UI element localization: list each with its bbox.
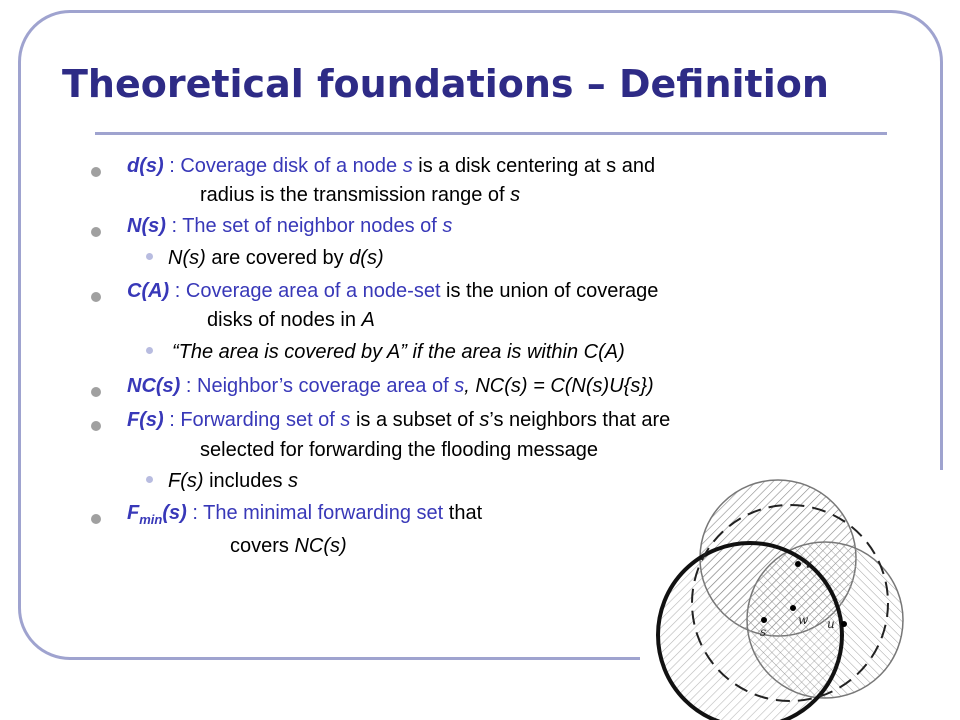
bullet-marker xyxy=(91,421,101,431)
node-v-dot xyxy=(795,561,801,567)
slide-frame xyxy=(18,10,943,660)
sub-bullet-marker xyxy=(146,347,153,354)
definition-ds: d(s) : Coverage disk of a node s is a di… xyxy=(127,155,656,177)
definition-fmin-continuation: covers NC(s) xyxy=(230,535,347,557)
definition-ncs: NC(s) : Neighbor’s coverage area of s, N… xyxy=(127,375,654,397)
sub-bullet-marker xyxy=(146,476,153,483)
definition-fs: F(s) : Forwarding set of s is a subset o… xyxy=(127,409,671,431)
bullet-marker xyxy=(91,514,101,524)
node-w-dot xyxy=(790,605,796,611)
term-ca: C(A) xyxy=(127,280,170,302)
bullet-marker xyxy=(91,227,101,237)
node-s-label: s xyxy=(760,625,766,639)
term-fmin: Fmin(s) xyxy=(127,502,187,527)
definition-ca: C(A) : Coverage area of a node-set is th… xyxy=(127,280,659,302)
node-v-label: v xyxy=(805,557,812,571)
definition-ca-continuation: disks of nodes in A xyxy=(207,309,375,331)
neighbor-coverage-boundary xyxy=(691,504,889,702)
definition-ds-continuation: radius is the transmission range of s xyxy=(200,184,521,206)
sub-item-ns: N(s) are covered by d(s) xyxy=(168,247,384,269)
definition-fmin: Fmin(s) : The minimal forwarding set tha… xyxy=(127,502,483,527)
term-ncs: NC(s) xyxy=(127,375,181,397)
definition-fs-continuation: selected for forwarding the flooding mes… xyxy=(200,439,599,461)
sub-item-fs: F(s) includes s xyxy=(168,470,299,492)
slide-title: Theoretical foundations – Definition xyxy=(62,62,829,106)
node-s-dot xyxy=(761,617,767,623)
title-underline xyxy=(95,132,887,135)
coverage-disk-s xyxy=(656,541,844,720)
node-u-label: u xyxy=(827,617,835,631)
bullet-marker xyxy=(91,292,101,302)
term-ns: N(s) xyxy=(127,215,166,237)
bullet-marker xyxy=(91,167,101,177)
bullet-marker xyxy=(91,387,101,397)
coverage-diagram: v w s u xyxy=(640,470,960,720)
sub-item-ca: “The area is covered by A” if the area i… xyxy=(172,341,625,363)
node-w-label: w xyxy=(798,613,809,627)
node-u-dot xyxy=(841,621,847,627)
term-ds: d(s) xyxy=(127,155,164,177)
sub-bullet-marker xyxy=(146,253,153,260)
definition-ns: N(s) : The set of neighbor nodes of s xyxy=(127,215,453,237)
term-fs: F(s) xyxy=(127,409,164,431)
